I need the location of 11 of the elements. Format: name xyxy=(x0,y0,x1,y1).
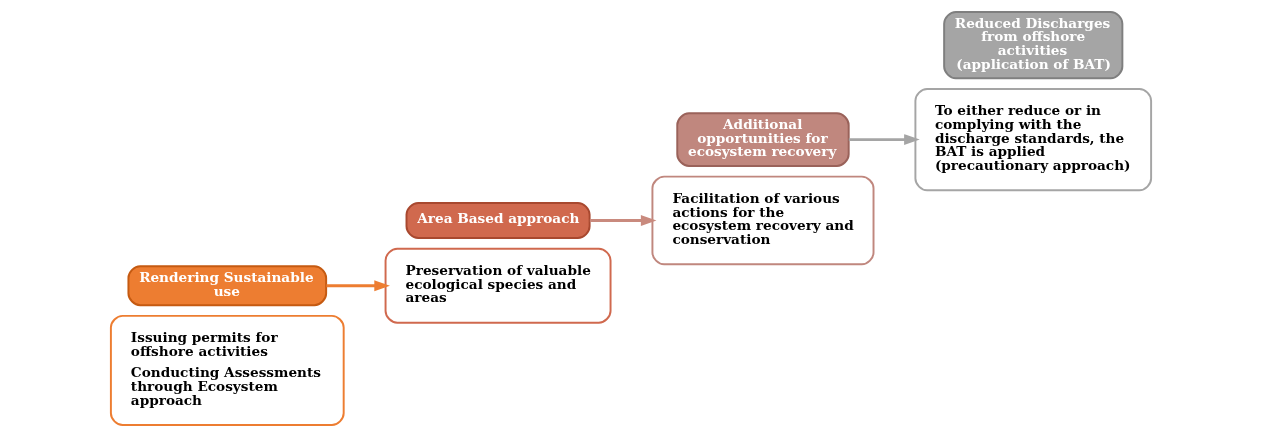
node-box: Area Based approach xyxy=(405,201,591,239)
arrow xyxy=(325,280,390,292)
arrow xyxy=(589,215,656,226)
node-box: Preservation of valuable ecological species and areas xyxy=(384,247,612,324)
node-box: Additional opportunities for ecosystem recovery xyxy=(675,112,850,167)
node-box: Reduced Discharges from offshore activities (application of BAT) xyxy=(942,11,1123,80)
node-box: To either reduce or in complying with the discharge standards, the BAT is applied (precautionary approach) xyxy=(913,88,1152,192)
arrow xyxy=(848,134,920,146)
node-box: Issuing permits for offshore activities Conducting Assessments through Ecosystem approach xyxy=(109,314,345,426)
node-box: Rendering Sustainable use xyxy=(126,265,327,307)
node-box: Facilitation of various actions for the ecosystem recovery and conservation xyxy=(650,175,874,266)
